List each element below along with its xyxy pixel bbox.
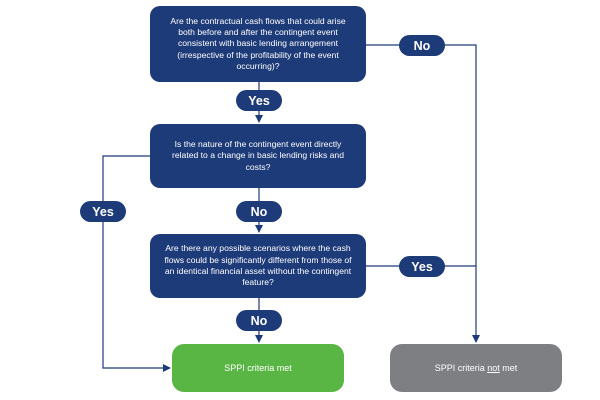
yes-label-q2: Yes: [80, 201, 126, 222]
outcome-not-met-prefix: SPPI criteria: [434, 363, 488, 373]
connector-q2-to-met: [102, 155, 171, 372]
question-box-contingent-event-nature: Is the nature of the contingent event di…: [150, 124, 366, 188]
yes-label-q1: Yes: [236, 90, 282, 111]
outcome-sppi-not-met: SPPI criteria not met: [390, 344, 562, 392]
no-label-q2: No: [236, 201, 282, 222]
outcome-not-met-suffix: met: [499, 363, 518, 373]
question-box-contractual-cash-flows: Are the contractual cash flows that coul…: [150, 6, 366, 82]
outcome-not-met-label: SPPI criteria not met: [435, 363, 518, 373]
question-text-2: Is the nature of the contingent event di…: [172, 138, 344, 172]
question-text-1: Are the contractual cash flows that coul…: [170, 15, 346, 72]
connector-q1-to-not-met: [366, 44, 480, 343]
outcome-not-met-emphasis: not: [487, 363, 500, 373]
question-text-3: Are there any possible scenarios where t…: [164, 243, 352, 288]
question-box-cash-flow-scenarios: Are there any possible scenarios where t…: [150, 234, 366, 298]
outcome-sppi-met: SPPI criteria met: [172, 344, 344, 392]
outcome-met-label: SPPI criteria met: [224, 363, 292, 373]
no-label-q1: No: [399, 35, 445, 56]
no-label-q3: No: [236, 310, 282, 331]
yes-label-q3: Yes: [399, 256, 445, 277]
